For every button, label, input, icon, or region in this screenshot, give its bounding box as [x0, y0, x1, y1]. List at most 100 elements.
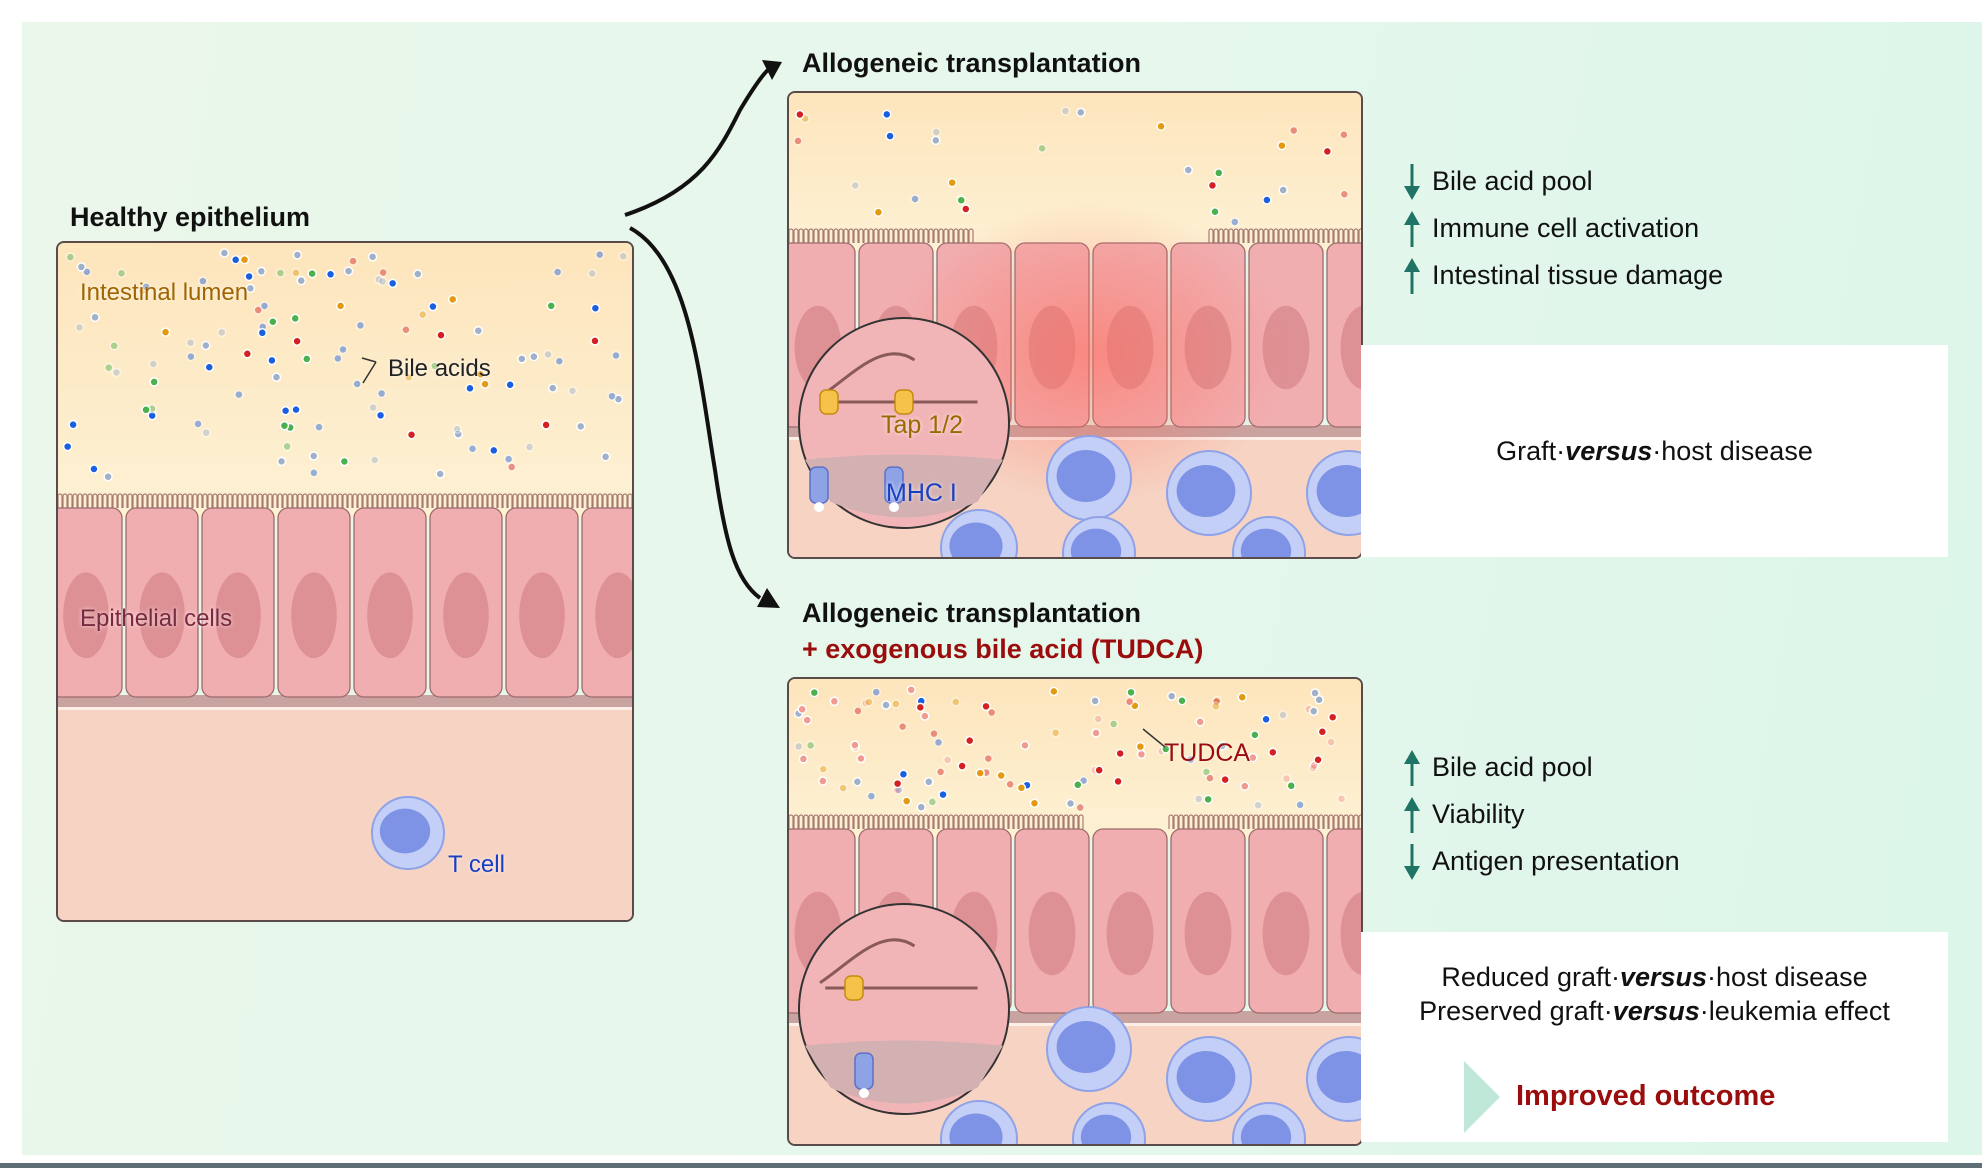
cell-nucleus: [1028, 891, 1076, 976]
bile-acid-molecule: [915, 702, 926, 713]
cell-nucleus: [595, 572, 632, 659]
bile-acid-molecule: [406, 429, 417, 440]
microvilli: [58, 493, 632, 508]
t-cell-nucleus: [1240, 1114, 1292, 1144]
bile-acid-molecule: [245, 283, 256, 294]
microvilli: [789, 814, 1361, 829]
bile-acid-molecule: [1094, 765, 1104, 775]
bile-acid-molecule: [1205, 773, 1215, 783]
effect-item: Viability: [1392, 791, 1680, 838]
bile-acid-molecule: [355, 320, 366, 331]
bile-acid-molecule: [503, 454, 514, 464]
tudca-title: Allogeneic transplantation: [802, 598, 1142, 628]
tudca-pointer: [1142, 728, 1166, 748]
bile-acid-molecule: [339, 456, 350, 467]
bile-acid-molecule: [1203, 794, 1213, 805]
cell-nucleus: [1106, 891, 1154, 976]
bile-acid-molecule: [891, 699, 901, 709]
bile-acid-molecule: [296, 275, 306, 286]
bile-acid-molecule: [290, 313, 300, 324]
bile-acid-molecule: [185, 337, 196, 348]
bile-acids-pointer: [361, 357, 377, 384]
bile-acid-molecule: [109, 341, 119, 351]
outcome-arrow-icon: [1464, 1061, 1500, 1133]
epithelial-label: Epithelial cells: [80, 605, 233, 632]
tudca-label: TUDCA: [1164, 739, 1251, 767]
bile-acid-molecule: [924, 777, 934, 787]
bile-acid-molecule: [335, 301, 346, 311]
t-cell-nucleus: [949, 1113, 1003, 1144]
bile-acid-molecule: [1313, 754, 1323, 765]
bile-acid-molecule: [1029, 798, 1040, 808]
bile-acid-molecule: [1230, 217, 1240, 227]
bile-acid-molecule: [68, 419, 78, 430]
cell-nucleus: [519, 572, 565, 659]
arrow-down-icon: [1392, 163, 1432, 200]
bile-acid-molecule: [137, 286, 147, 296]
bile-acid-molecule: [1281, 773, 1292, 784]
bile-acid-molecule: [367, 252, 378, 262]
bile-acid-molecule: [253, 305, 263, 315]
bile-acid-molecule: [268, 316, 278, 327]
mhc-molecule-icon: [809, 466, 829, 504]
bile-acid-molecule: [1093, 714, 1103, 724]
bile-acid-molecule: [374, 274, 384, 285]
bile-acid-molecule: [256, 266, 267, 277]
bile-acid-molecule: [103, 471, 113, 482]
bile-acid-molecule: [802, 715, 812, 725]
effect-text: Viability: [1432, 799, 1525, 829]
bile-acid-molecule: [1268, 747, 1278, 758]
bile-acid-molecule: [931, 135, 941, 146]
bile-acid-molecule: [65, 252, 76, 262]
bile-acid-molecule: [404, 372, 414, 383]
bile-acid-molecule: [951, 697, 961, 707]
bile-acid-molecule: [1278, 710, 1288, 720]
arrow-up-icon: [1392, 796, 1432, 833]
bile-acid-molecule: [524, 442, 535, 452]
bile-acid-molecule: [111, 367, 122, 378]
bile-acid-molecule: [1212, 695, 1223, 706]
bile-acid-molecule: [1124, 696, 1135, 707]
bile-acid-molecule: [543, 349, 553, 360]
inset-membrane-region: [805, 1040, 1003, 1104]
t-cell-nucleus: [1056, 449, 1116, 503]
bile-acid-molecule: [983, 753, 994, 764]
bile-acid-molecule: [275, 268, 286, 278]
bile-acid-molecule: [947, 177, 957, 188]
bile-acid-molecule: [805, 740, 816, 751]
t-cell-nucleus: [949, 522, 1003, 557]
allo-outcome-box: Graft·versus·host disease: [1361, 345, 1948, 557]
bile-acid-molecule: [370, 455, 380, 465]
arrow-up-icon: [1392, 749, 1432, 786]
bile-acid-molecule: [257, 328, 268, 338]
bile-acid-molecule: [1193, 794, 1204, 804]
bile-acid-molecule: [259, 301, 270, 311]
t-cell-nucleus: [379, 808, 431, 854]
lumen-label: Intestinal lumen: [80, 279, 249, 306]
bile-acid-molecule: [74, 322, 85, 333]
bile-acid-molecule: [1339, 130, 1349, 140]
bile-acid-molecule: [1327, 712, 1338, 722]
bile-acid-molecule: [147, 410, 157, 421]
bile-acid-molecule: [1214, 168, 1224, 178]
t-cell-nucleus: [1316, 464, 1361, 518]
t-cell-nucleus: [1176, 1050, 1236, 1104]
bile-acid-molecule: [1108, 719, 1119, 729]
bile-acid-molecule: [1253, 800, 1263, 810]
effect-item: Intestinal tissue damage: [1392, 252, 1723, 299]
effect-text: Antigen presentation: [1432, 846, 1680, 876]
bile-acid-molecule: [809, 687, 820, 698]
bile-acid-molecule: [76, 262, 87, 272]
bile-acid-molecule: [818, 764, 828, 774]
bile-acid-molecule: [885, 131, 895, 141]
reduced-gvhd-text: Reduced graft·versus·host disease: [1441, 962, 1868, 992]
bile-acid-molecule: [1166, 691, 1177, 701]
bile-acid-molecule: [452, 424, 462, 434]
bile-acid-molecule: [541, 420, 551, 430]
t-cell-label: T cell: [448, 851, 505, 878]
bile-acid-molecule: [871, 687, 882, 697]
bile-acid-molecule: [935, 767, 946, 777]
bile-acid-molecule: [271, 372, 282, 382]
bile-acid-molecule: [882, 109, 892, 120]
